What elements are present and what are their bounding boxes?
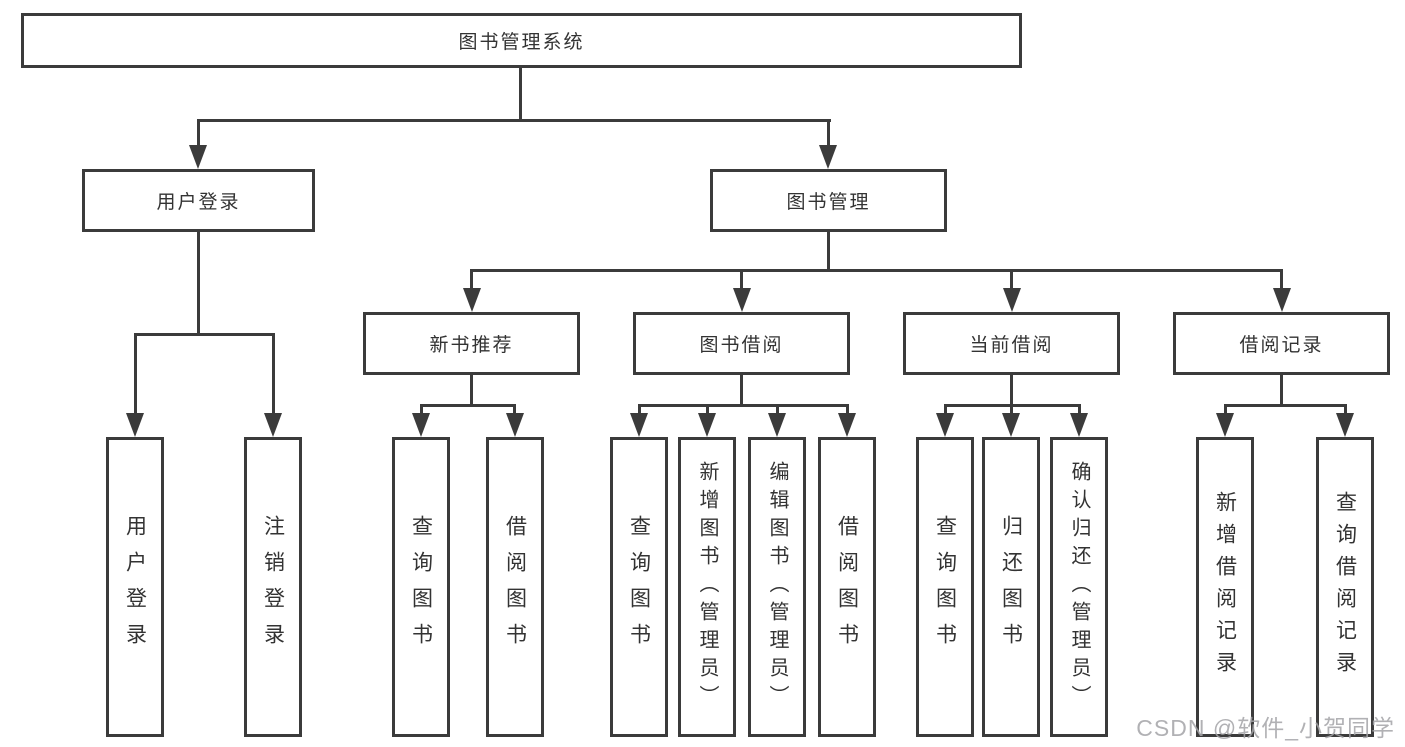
arrow-down-icon	[1216, 413, 1234, 437]
leaf-borrow-books-recommend: 借阅图书	[486, 437, 544, 737]
connector-login-rail	[134, 333, 275, 336]
connector-borrow-drop	[776, 404, 779, 415]
connector-mgmt-drop	[1010, 269, 1013, 290]
connector-borrow-stem	[740, 375, 743, 406]
node-new-book-recommend: 新书推荐	[363, 312, 580, 375]
connector-records-drop	[1224, 404, 1227, 415]
arrow-down-icon	[126, 413, 144, 437]
leaf-borrow-books-label: 借阅图书	[503, 515, 527, 659]
arrow-down-icon	[189, 145, 207, 169]
arrow-down-icon	[838, 413, 856, 437]
connector-login-stem	[197, 232, 200, 335]
connector-mgmt-drop	[1280, 269, 1283, 290]
arrow-down-icon	[264, 413, 282, 437]
leaf-borrow-books: 借阅图书	[818, 437, 876, 737]
leaf-add-books-admin: 新增图书（管理员）	[678, 437, 736, 737]
arrow-down-icon	[936, 413, 954, 437]
connector-records-stem	[1280, 375, 1283, 406]
connector-current-drop	[1078, 404, 1081, 415]
connector-root-rail	[197, 119, 831, 122]
connector-borrow-drop	[706, 404, 709, 415]
arrow-down-icon	[412, 413, 430, 437]
node-current-borrow: 当前借阅	[903, 312, 1120, 375]
node-new-book-recommend-label: 新书推荐	[429, 335, 514, 356]
connector-mgmt-drop	[740, 269, 743, 290]
node-book-borrow-label: 图书借阅	[699, 335, 784, 356]
node-book-borrow: 图书借阅	[633, 312, 850, 375]
node-borrow-records: 借阅记录	[1173, 312, 1390, 375]
leaf-query-borrow-record-label: 查询借阅记录	[1333, 491, 1357, 683]
connector-borrow-rail	[638, 404, 848, 407]
leaf-logout: 注销登录	[244, 437, 302, 737]
leaf-user-login-label: 用户登录	[123, 515, 147, 659]
leaf-borrow-books-label: 借阅图书	[835, 515, 859, 659]
leaf-return-books: 归还图书	[982, 437, 1040, 737]
leaf-user-login: 用户登录	[106, 437, 164, 737]
connector-recommend-drop	[513, 404, 516, 415]
leaf-edit-books-admin-label: 编辑图书（管理员）	[766, 461, 788, 713]
connector-recommend-drop	[420, 404, 423, 415]
connector-login-drop	[272, 333, 275, 414]
arrow-down-icon	[463, 288, 481, 312]
connector-borrow-drop	[638, 404, 641, 415]
arrow-down-icon	[1002, 413, 1020, 437]
leaf-query-books-label: 查询图书	[409, 515, 433, 659]
csdn-watermark: CSDN @软件_小贺同学	[1136, 715, 1395, 741]
leaf-query-books-label: 查询图书	[933, 515, 957, 659]
leaf-confirm-return-admin-label: 确认归还（管理员）	[1068, 461, 1090, 713]
leaf-add-borrow-record: 新增借阅记录	[1196, 437, 1254, 737]
connector-login-drop	[134, 333, 137, 414]
arrow-down-icon	[733, 288, 751, 312]
node-root: 图书管理系统	[21, 13, 1022, 68]
connector-current-drop	[944, 404, 947, 415]
arrow-down-icon	[1273, 288, 1291, 312]
connector-records-drop	[1344, 404, 1347, 415]
arrow-down-icon	[1336, 413, 1354, 437]
connector-current-stem	[1010, 375, 1013, 406]
connector-root-drop-left	[197, 119, 200, 148]
connector-mgmt-rail	[470, 269, 1283, 272]
leaf-query-books-borrow: 查询图书	[610, 437, 668, 737]
connector-root-drop-right	[827, 119, 830, 148]
connector-records-rail	[1224, 404, 1346, 407]
connector-root-stem	[519, 68, 522, 121]
leaf-edit-books-admin: 编辑图书（管理员）	[748, 437, 806, 737]
connector-mgmt-drop	[470, 269, 473, 290]
node-user-login-label: 用户登录	[156, 192, 241, 213]
leaf-add-books-admin-label: 新增图书（管理员）	[696, 461, 718, 713]
connector-recommend-rail	[420, 404, 516, 407]
leaf-query-books-label: 查询图书	[627, 515, 651, 659]
node-root-label: 图书管理系统	[458, 32, 585, 53]
connector-borrow-drop	[846, 404, 849, 415]
connector-recommend-stem	[470, 375, 473, 406]
arrow-down-icon	[819, 145, 837, 169]
node-current-borrow-label: 当前借阅	[969, 335, 1054, 356]
node-book-management-label: 图书管理	[786, 192, 871, 213]
leaf-query-borrow-record: 查询借阅记录	[1316, 437, 1374, 737]
arrow-down-icon	[630, 413, 648, 437]
arrow-down-icon	[1003, 288, 1021, 312]
connector-mgmt-stem	[827, 232, 830, 271]
arrow-down-icon	[506, 413, 524, 437]
leaf-confirm-return-admin: 确认归还（管理员）	[1050, 437, 1108, 737]
leaf-return-books-label: 归还图书	[999, 515, 1023, 659]
leaf-query-books-recommend: 查询图书	[392, 437, 450, 737]
leaf-query-books-current: 查询图书	[916, 437, 974, 737]
arrow-down-icon	[1070, 413, 1088, 437]
arrow-down-icon	[698, 413, 716, 437]
node-borrow-records-label: 借阅记录	[1239, 335, 1324, 356]
leaf-add-borrow-record-label: 新增借阅记录	[1213, 491, 1237, 683]
connector-current-drop	[1010, 404, 1013, 415]
arrow-down-icon	[768, 413, 786, 437]
leaf-logout-label: 注销登录	[261, 515, 285, 659]
node-book-management: 图书管理	[710, 169, 947, 232]
node-user-login: 用户登录	[82, 169, 315, 232]
